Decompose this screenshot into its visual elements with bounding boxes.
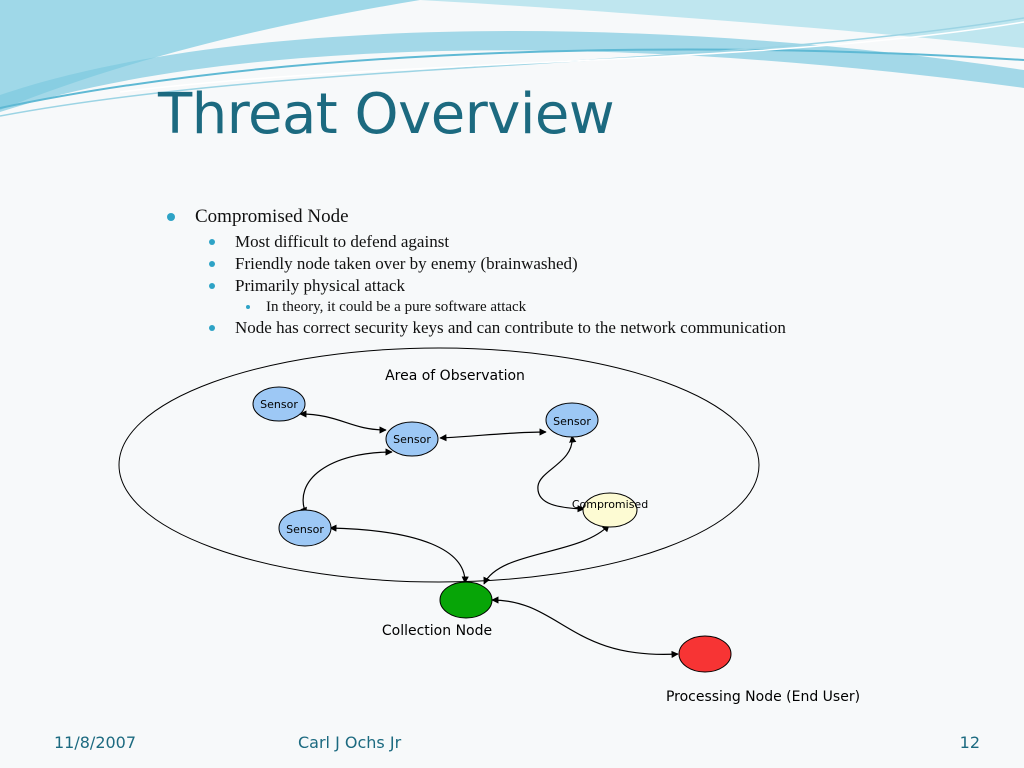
sensor-node bbox=[385, 421, 439, 457]
bullet-compromised-node: Compromised Node bbox=[160, 203, 980, 231]
area-of-observation-label: Area of Observation bbox=[385, 368, 525, 384]
bullet-physical-attack: Primarily physical attack bbox=[160, 275, 980, 297]
collection-node-label: Collection Node bbox=[382, 623, 492, 639]
sensor-node-label: Sensor bbox=[260, 398, 298, 411]
compromised-node-label: Compromised bbox=[572, 498, 648, 511]
bullet-text: Compromised Node bbox=[195, 206, 349, 227]
bullet-text: Node has correct security keys and can c… bbox=[235, 318, 786, 337]
processing-node bbox=[678, 635, 732, 673]
link-sensor2-sensor3 bbox=[439, 428, 547, 442]
bullet-list: Compromised Node Most difficult to defen… bbox=[160, 203, 980, 339]
bullet-dot bbox=[167, 213, 175, 221]
compromised-node bbox=[582, 492, 638, 528]
bullet-difficult: Most difficult to defend against bbox=[160, 231, 980, 253]
sensor-node bbox=[252, 386, 306, 422]
sensor-node bbox=[278, 509, 332, 547]
footer-author: Carl J Ochs Jr bbox=[298, 733, 402, 752]
link-sensor4-collection bbox=[329, 524, 469, 584]
link-sensor3-compromised bbox=[537, 435, 585, 513]
bullet-text: Primarily physical attack bbox=[235, 276, 405, 295]
slide-title: Threat Overview bbox=[158, 82, 615, 147]
bullet-dot bbox=[209, 261, 215, 267]
bullet-friendly-node: Friendly node taken over by enemy (brain… bbox=[160, 253, 980, 275]
bullet-dot bbox=[209, 283, 215, 289]
sensor-node-label: Sensor bbox=[393, 433, 431, 446]
footer-date: 11/8/2007 bbox=[54, 733, 137, 752]
collection-node bbox=[439, 581, 493, 619]
sensor-node-label: Sensor bbox=[286, 523, 324, 536]
bullet-dot bbox=[246, 305, 250, 309]
bullet-text: Friendly node taken over by enemy (brain… bbox=[235, 254, 578, 273]
bullet-text: In theory, it could be a pure software a… bbox=[266, 299, 527, 315]
header-wave-decoration bbox=[0, 0, 1024, 117]
sensor-node-label: Sensor bbox=[553, 415, 591, 428]
processing-node-label: Processing Node (End User) bbox=[666, 689, 860, 705]
bullet-software-attack: In theory, it could be a pure software a… bbox=[160, 297, 980, 317]
bullet-dot bbox=[209, 325, 215, 331]
link-sensor2-sensor4 bbox=[300, 448, 393, 515]
link-sensor1-sensor2 bbox=[299, 410, 387, 434]
footer-page-number: 12 bbox=[959, 733, 980, 752]
bullet-dot bbox=[209, 239, 215, 245]
link-compromised-collection bbox=[483, 524, 610, 585]
bullet-security-keys: Node has correct security keys and can c… bbox=[160, 317, 980, 339]
link-collection-processing bbox=[491, 596, 679, 658]
bullet-text: Most difficult to defend against bbox=[235, 232, 450, 251]
sensor-node bbox=[545, 402, 599, 438]
